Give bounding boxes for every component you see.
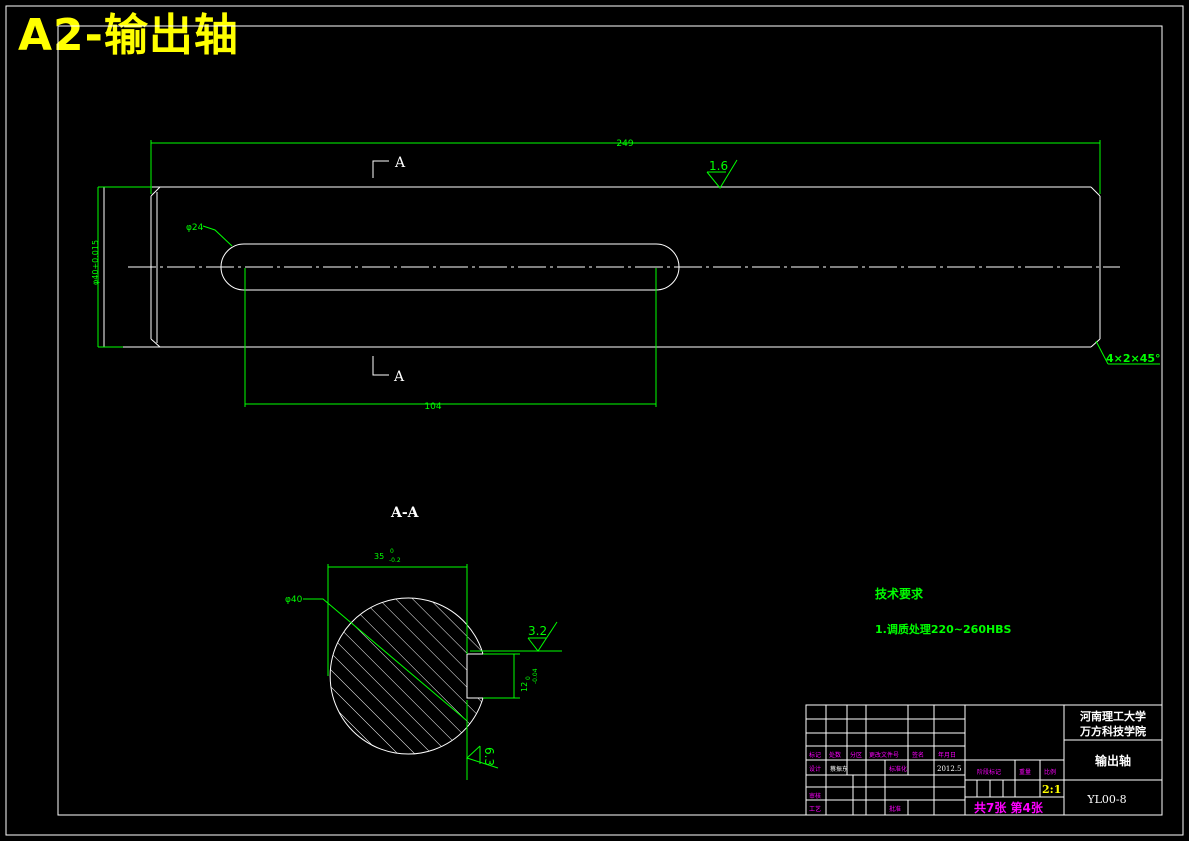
tb-drawing-no: YL00-8: [1086, 793, 1126, 806]
section-width-tol-bot: -0.2: [389, 557, 401, 564]
roughness-top: 1.6: [706, 159, 738, 189]
dim-dia-small-text: φ24: [186, 223, 204, 233]
tech-item-1: 1.调质处理220~260HBS: [875, 622, 1012, 636]
inner-frame: [57, 25, 1163, 816]
tb-approve-header: 批准: [889, 805, 901, 813]
dim-key-depth: 12 0 -0.04: [483, 653, 539, 699]
dim-section-width: 35 0 -0.2: [327, 548, 468, 676]
tb-scale-header: 比例: [1044, 768, 1056, 776]
chamfer-text: 4×2×45°: [1106, 352, 1161, 365]
roughness-bottom: 6.3: [466, 700, 499, 780]
tb-date-header: 年月日: [938, 751, 956, 759]
dim-section-dia: φ40: [285, 595, 467, 721]
section-dia-text: φ40: [285, 595, 303, 605]
tb-date: 2012.5: [937, 765, 962, 773]
section-width-text: 35: [374, 552, 384, 561]
tb-designer: 蔡振东: [830, 765, 848, 773]
tb-std-header: 标准化: [889, 765, 907, 773]
rough-bottom-text: 6.3: [482, 747, 496, 766]
tb-college: 万方科技学院: [1079, 724, 1146, 738]
tb-count-header: 处数: [829, 751, 841, 759]
dim-length: 249: [150, 139, 1101, 194]
key-depth-tol-top: 0: [525, 676, 532, 680]
section-view-label: A-A: [390, 505, 420, 521]
title-block: 河南理工大学 万方科技学院 输出轴 YL00-8 阶段标记 重量 比例 2:1 …: [805, 704, 1163, 816]
tb-sign-header: 签名: [912, 751, 924, 759]
tb-review-header: 审核: [809, 792, 821, 800]
section-bottom-letter: A: [393, 369, 405, 385]
dim-keyway-text: 104: [424, 402, 441, 412]
key-depth-tol-bot: -0.04: [532, 668, 539, 684]
tb-part-name: 输出轴: [1095, 753, 1131, 768]
dim-dia-main: φ40+0.015: [91, 186, 152, 348]
drawing-title: A2-输出轴: [18, 10, 239, 61]
section-outline: [329, 597, 484, 755]
tb-scale: 2:1: [1042, 783, 1061, 796]
rough-top-text: 1.6: [709, 159, 728, 173]
section-top-letter: A: [394, 155, 406, 171]
tech-heading: 技术要求: [875, 586, 924, 601]
section-a-a: [329, 597, 484, 755]
tb-design-header: 设计: [809, 765, 821, 773]
tb-stage-header: 阶段标记: [977, 768, 1001, 776]
dim-dia-small: φ24: [186, 223, 233, 247]
tb-mark-header: 标记: [809, 751, 821, 759]
dim-length-text: 249: [616, 139, 633, 149]
tb-doc-header: 更改文件号: [869, 751, 899, 759]
rough-key-text: 3.2: [528, 624, 547, 638]
outer-frame: [5, 5, 1184, 836]
tb-process-header: 工艺: [809, 805, 821, 813]
roughness-key: 3.2: [470, 621, 562, 652]
key-depth-text: 12: [520, 682, 529, 692]
dim-dia-main-text: φ40+0.015: [91, 240, 100, 285]
tb-university: 河南理工大学: [1080, 709, 1146, 723]
chamfer-callout: 4×2×45°: [1095, 340, 1161, 365]
tb-sheets: 共7张 第4张: [974, 800, 1044, 815]
tb-zone-header: 分区: [850, 751, 862, 759]
section-marker-bottom: A: [372, 356, 405, 385]
dim-keyway-length: 104: [244, 268, 657, 412]
section-width-tol-top: 0: [390, 548, 394, 555]
tb-weight-header: 重量: [1019, 768, 1031, 776]
section-marker-top: A: [372, 155, 406, 178]
